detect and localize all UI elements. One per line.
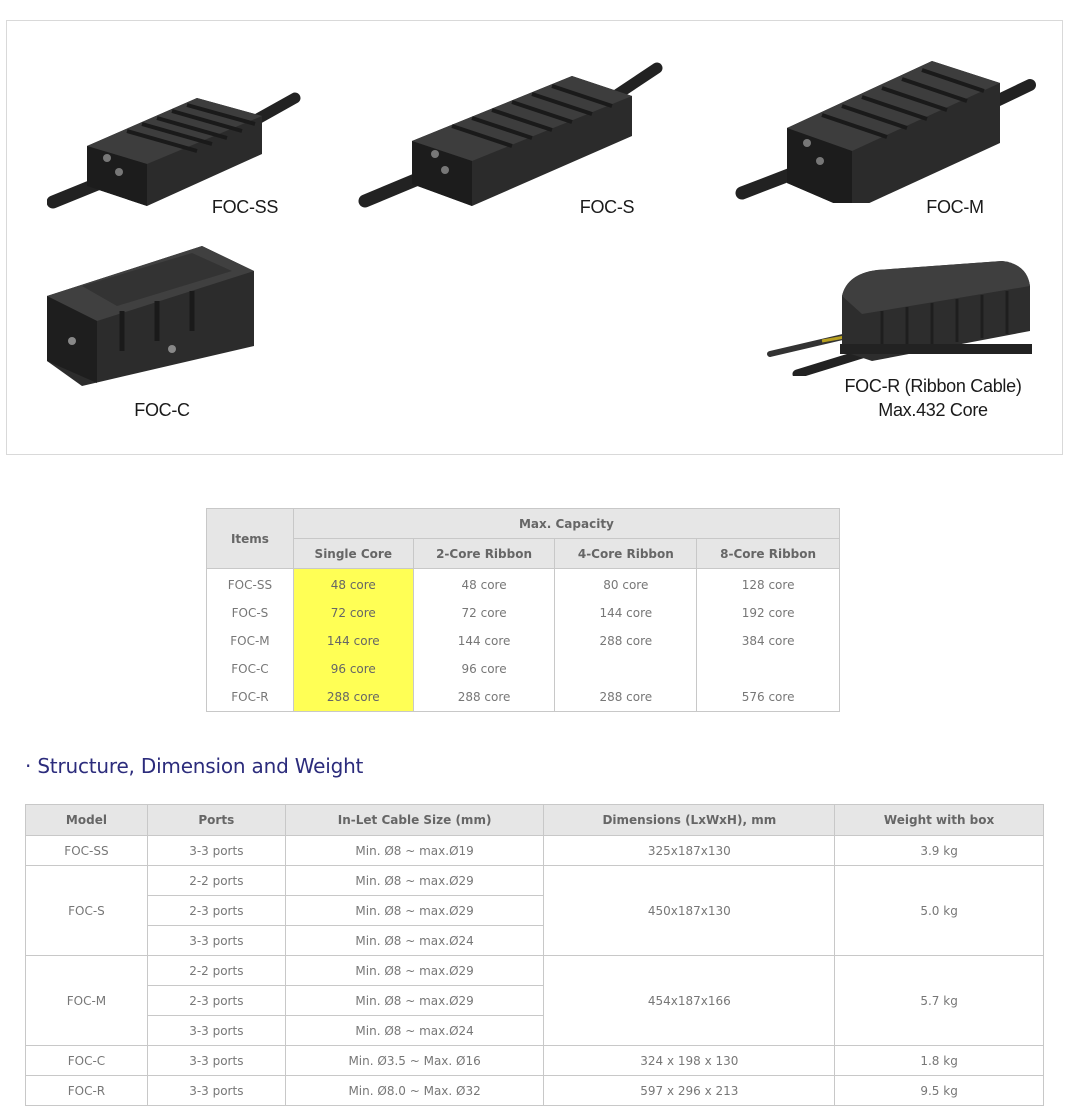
weight-cell: 5.0 kg [834,865,1044,956]
col-single-core: Single Core [292,538,414,569]
table-row: 2-3 ports Min. Ø8 ~ max.Ø29 [26,895,1044,926]
ribbon2-cell: 144 core [412,627,555,655]
ports-header: Ports [146,804,286,836]
ribbon4-cell [554,655,697,683]
ports-cell: 3-3 ports [146,1045,286,1076]
weight-cell: 5.7 kg [834,955,1044,1046]
table-row: FOC-S 2-2 ports Min. Ø8 ~ max.Ø29 450x18… [25,865,1044,956]
dimensions-cell: 597 x 296 x 213 [543,1075,836,1106]
spec-table: Model Ports In-Let Cable Size (mm) Dimen… [25,804,1044,1106]
cable-cell: Min. Ø8 ~ max.Ø29 [284,985,545,1016]
ports-cell: 2-3 ports [146,895,286,926]
ports-cell: 3-3 ports [146,925,286,956]
ribbon8-cell: 128 core [696,568,840,599]
ribbon2-cell: 96 core [412,655,555,683]
foc-c-image [42,241,262,391]
foc-r-caption-line2: Max.432 Core [878,400,988,420]
dimensions-header: Dimensions (LxWxH), mm [543,804,836,836]
dimensions-cell: 450x187x130 [543,865,836,956]
product-image-panel: FOC-SS FOC-S [6,20,1063,455]
ports-cell: 2-3 ports [146,985,286,1016]
weight-cell: 9.5 kg [834,1075,1044,1106]
weight-cell: 1.8 kg [834,1045,1044,1076]
capacity-body: FOC-SS 48 core 48 core 80 core 128 core … [206,568,840,712]
foc-ss-caption: FOC-SS [211,197,279,217]
ports-cell: 3-3 ports [146,835,286,866]
foc-s-caption: FOC-S [579,197,635,217]
model-cell: FOC-M [25,955,148,1046]
item-cell: FOC-R [231,690,269,704]
dimensions-cell: 454x187x166 [543,955,836,1046]
cable-cell: Min. Ø8 ~ max.Ø29 [284,895,545,926]
ports-cell: 3-3 ports [146,1015,286,1046]
table-row: 2-3 ports Min. Ø8 ~ max.Ø29 [26,985,1044,1016]
model-cell: FOC-R [25,1075,148,1106]
ribbon4-cell: 288 core [554,627,697,655]
ribbon2-cell: 72 core [412,599,555,627]
foc-r-caption-line1: FOC-R (Ribbon Cable) [844,376,1022,396]
single-core-cell: 72 core [292,599,414,627]
foc-m-caption: FOC-M [926,197,984,217]
item-cell: FOC-SS [227,578,273,592]
cable-cell: Min. Ø8 ~ max.Ø24 [284,925,545,956]
single-core-cell: 96 core [292,655,414,683]
cable-cell: Min. Ø8 ~ max.Ø29 [284,865,545,896]
table-row: FOC-SS 48 core 48 core 80 core 128 core [207,568,840,599]
ribbon8-cell: 576 core [696,683,840,712]
item-cell: FOC-M [230,634,270,648]
single-core-cell: 144 core [292,627,414,655]
weight-header: Weight with box [834,804,1044,836]
item-cell: FOC-C [231,662,269,676]
model-cell: FOC-SS [25,835,148,866]
single-core-cell: 48 core [292,568,414,599]
capacity-table: Items Max. Capacity Single Core 2-Core R… [206,508,841,712]
cable-cell: Min. Ø8 ~ max.Ø24 [284,1015,545,1046]
ribbon4-cell: 144 core [554,599,697,627]
cable-cell: Min. Ø3.5 ~ Max. Ø16 [284,1045,545,1076]
max-capacity-header: Max. Capacity [292,508,841,539]
ribbon8-cell: 384 core [696,627,840,655]
col-8-core-ribbon: 8-Core Ribbon [696,538,840,569]
table-row: FOC-SS 3-3 ports Min. Ø8 ~ max.Ø19 325x1… [25,835,1044,866]
cable-size-header: In-Let Cable Size (mm) [284,804,545,836]
ports-cell: 2-2 ports [146,955,286,986]
section-title: · Structure, Dimension and Weight [25,754,364,778]
col-2-core-ribbon: 2-Core Ribbon [412,538,556,569]
table-row: FOC-R 288 core 288 core 288 core 576 cor… [207,683,840,712]
ribbon2-cell: 288 core [412,683,555,712]
table-row: FOC-S 72 core 72 core 144 core 192 core [207,599,840,627]
single-core-cell: 288 core [292,683,414,712]
items-header: Items [206,508,294,569]
table-row: FOC-C 3-3 ports Min. Ø3.5 ~ Max. Ø16 324… [25,1045,1044,1076]
cable-cell: Min. Ø8 ~ max.Ø19 [284,835,545,866]
table-row: 3-3 ports Min. Ø8 ~ max.Ø24 [26,925,1044,956]
foc-s-image [357,56,667,216]
ports-cell: 3-3 ports [146,1075,286,1106]
col-4-core-ribbon: 4-Core Ribbon [554,538,698,569]
foc-c-caption: FOC-C [134,400,190,420]
ribbon4-cell: 288 core [554,683,697,712]
table-row: FOC-R 3-3 ports Min. Ø8.0 ~ Max. Ø32 597… [25,1075,1044,1106]
table-row: FOC-M 144 core 144 core 288 core 384 cor… [207,627,840,655]
table-row: FOC-M 2-2 ports Min. Ø8 ~ max.Ø29 454x18… [25,955,1044,1046]
foc-m-image [732,43,1042,203]
foc-ss-image [47,76,307,216]
model-header: Model [25,804,148,836]
ports-cell: 2-2 ports [146,865,286,896]
dimensions-cell: 325x187x130 [543,835,836,866]
ribbon2-cell: 48 core [412,568,555,599]
model-cell: FOC-C [25,1045,148,1076]
model-cell: FOC-S [25,865,148,956]
foc-r-caption: FOC-R (Ribbon Cable) Max.432 Core [833,374,1033,422]
cable-cell: Min. Ø8 ~ max.Ø29 [284,955,545,986]
weight-cell: 3.9 kg [834,835,1044,866]
item-cell: FOC-S [231,606,269,620]
table-row: FOC-C 96 core 96 core [207,655,840,683]
dimensions-cell: 324 x 198 x 130 [543,1045,836,1076]
ribbon8-cell [696,655,840,683]
ribbon4-cell: 80 core [554,568,697,599]
ribbon8-cell: 192 core [696,599,840,627]
foc-r-image [762,256,1037,376]
cable-cell: Min. Ø8.0 ~ Max. Ø32 [284,1075,545,1106]
